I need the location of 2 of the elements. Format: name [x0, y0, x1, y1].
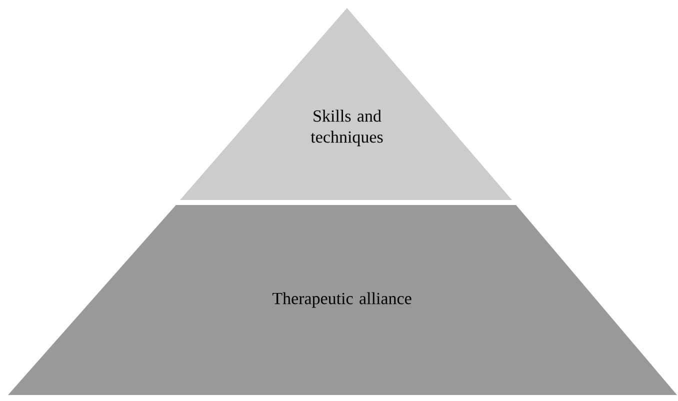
- pyramid-base-section: Therapeutic alliance: [8, 205, 677, 395]
- pyramid-top-section: Skills and techniques: [180, 8, 512, 200]
